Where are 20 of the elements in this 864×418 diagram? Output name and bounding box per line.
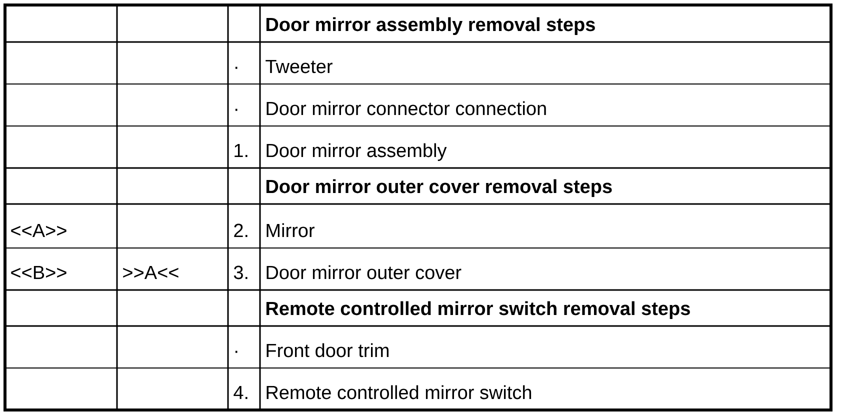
step-number: · bbox=[235, 66, 238, 69]
step-text: Remote controlled mirror switch bbox=[266, 385, 532, 400]
step-text: Tweeter bbox=[266, 60, 332, 74]
step-number: 4. bbox=[234, 386, 248, 399]
step-text: Door mirror outer cover bbox=[266, 265, 462, 280]
step-number: 2. bbox=[234, 224, 248, 237]
step-number: · bbox=[235, 108, 238, 111]
step-text: Mirror bbox=[266, 223, 314, 238]
reference-mark: <<B>> bbox=[11, 266, 66, 279]
step-number: 1. bbox=[234, 144, 248, 157]
step-text: Door mirror connector connection bbox=[266, 101, 546, 116]
step-number: · bbox=[235, 350, 238, 353]
step-number: 3. bbox=[234, 266, 248, 280]
reference-mark: >>A<< bbox=[123, 266, 178, 279]
section-heading: Remote controlled mirror switch removal steps bbox=[266, 301, 690, 319]
reference-mark: <<A>> bbox=[11, 224, 66, 237]
step-text: Front door trim bbox=[266, 343, 388, 358]
step-text: Door mirror assembly bbox=[266, 143, 447, 161]
section-heading: Door mirror outer cover removal steps bbox=[266, 179, 612, 197]
section-heading: Door mirror assembly removal steps bbox=[266, 17, 595, 35]
